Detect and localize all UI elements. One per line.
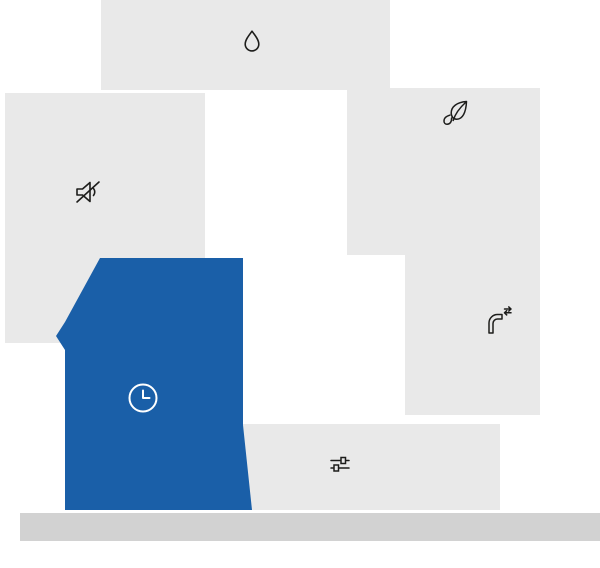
clock-icon: [126, 381, 160, 415]
water-drop-icon: [238, 28, 266, 56]
tile-hose[interactable]: [405, 88, 540, 415]
tile-right-panel: [347, 88, 540, 415]
leaf-icon: [440, 97, 470, 127]
tile-time-selected[interactable]: [56, 258, 252, 510]
tile-settings[interactable]: [210, 424, 500, 510]
sliders-icon: [326, 450, 354, 478]
speaker-muted-icon: [70, 174, 106, 210]
hose-connection-swap-icon: [481, 306, 513, 338]
tile-water[interactable]: [101, 0, 390, 90]
bottom-bar: [20, 513, 600, 541]
